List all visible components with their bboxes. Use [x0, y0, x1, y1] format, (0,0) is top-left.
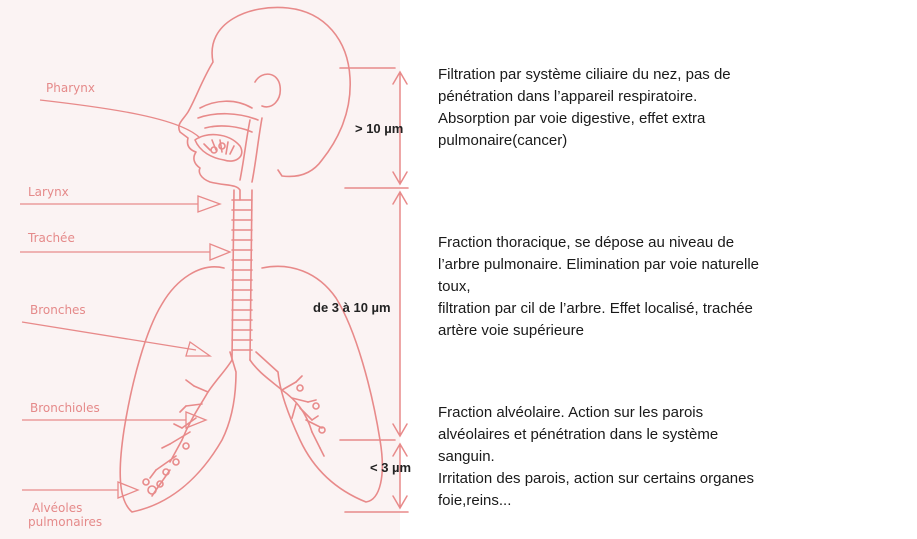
- description-line: Absorption par voie digestive, effet ext…: [438, 108, 731, 130]
- label-alveoli-1: Alvéoles: [32, 501, 82, 515]
- size-label-gt10: > 10 µm: [355, 121, 403, 136]
- description-line: Filtration par système ciliaire du nez, …: [438, 64, 731, 86]
- description-line: foie,reins...: [438, 490, 754, 512]
- description-line: l’arbre pulmonaire. Elimination par voie…: [438, 254, 759, 276]
- label-bronchi: Bronches: [30, 303, 86, 317]
- label-bronchioles: Bronchioles: [30, 401, 100, 415]
- description-alveolar: Fraction alvéolaire. Action sur les paro…: [438, 402, 754, 512]
- description-line: Fraction thoracique, se dépose au niveau…: [438, 232, 759, 254]
- description-line: alvéolaires et pénétration dans le systè…: [438, 424, 754, 446]
- description-line: artère voie supérieure: [438, 320, 759, 342]
- description-nasal: Filtration par système ciliaire du nez, …: [438, 64, 731, 152]
- description-line: sanguin.: [438, 446, 754, 468]
- description-line: Fraction alvéolaire. Action sur les paro…: [438, 402, 754, 424]
- label-pharynx: Pharynx: [46, 81, 95, 95]
- label-larynx: Larynx: [28, 185, 69, 199]
- description-line: toux,: [438, 276, 759, 298]
- description-line: Irritation des parois, action sur certai…: [438, 468, 754, 490]
- description-line: pulmonaire(cancer): [438, 130, 731, 152]
- size-label-lt3: < 3 µm: [370, 460, 411, 475]
- description-line: pénétration dans l’appareil respiratoire…: [438, 86, 731, 108]
- description-thoracic: Fraction thoracique, se dépose au niveau…: [438, 232, 759, 342]
- label-alveoli-2: pulmonaires: [28, 515, 102, 529]
- description-line: filtration par cil de l’arbre. Effet loc…: [438, 298, 759, 320]
- label-trachea: Trachée: [27, 231, 75, 245]
- size-label-3to10: de 3 à 10 µm: [313, 300, 391, 315]
